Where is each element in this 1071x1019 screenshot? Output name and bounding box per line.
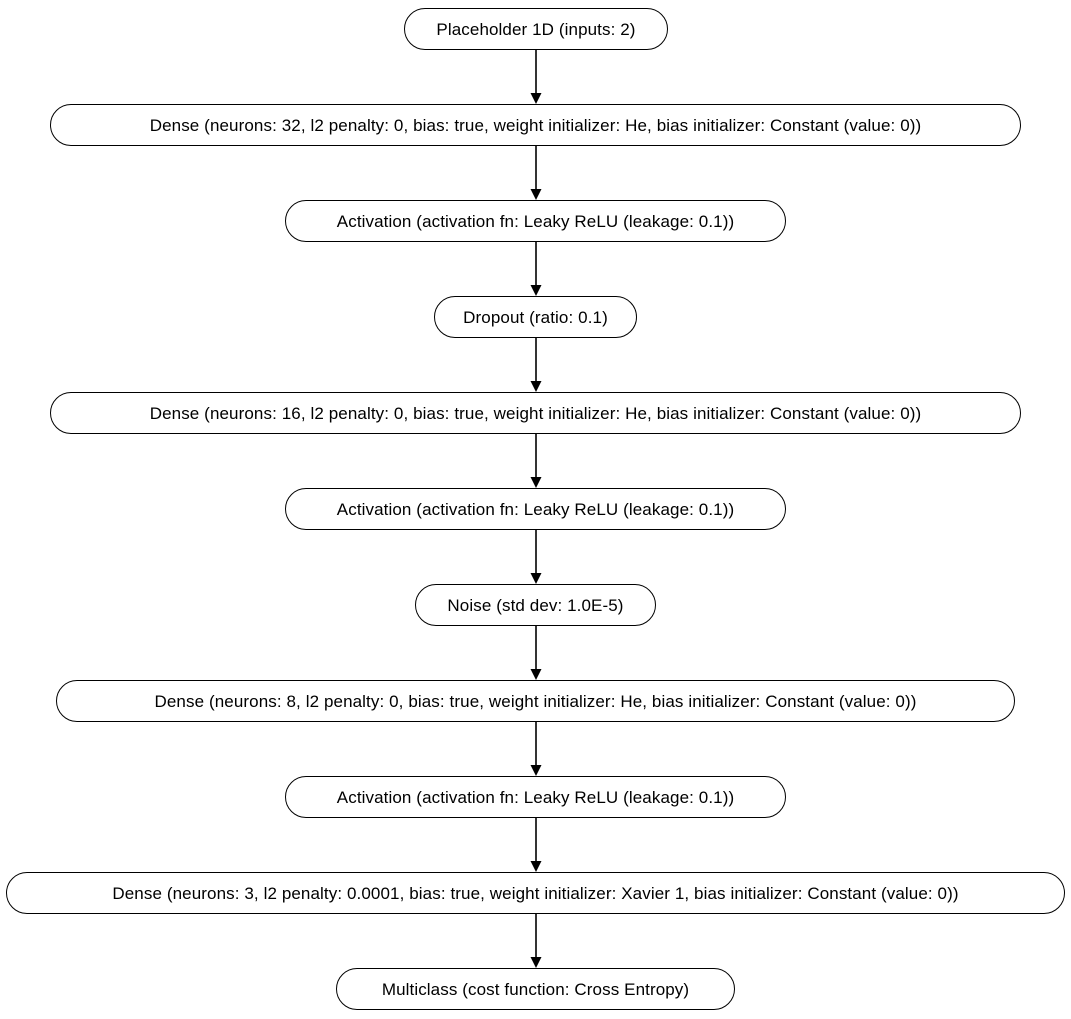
flow-arrow xyxy=(518,146,554,200)
arrowhead-icon xyxy=(530,285,541,296)
node-label: Noise (std dev: 1.0E-5) xyxy=(447,595,624,615)
flow-arrow xyxy=(518,434,554,488)
node-multiclass[interactable]: Multiclass (cost function: Cross Entropy… xyxy=(336,968,735,1010)
arrowhead-icon xyxy=(530,93,541,104)
arrowhead-icon xyxy=(530,381,541,392)
node-dense-32[interactable]: Dense (neurons: 32, l2 penalty: 0, bias:… xyxy=(50,104,1021,146)
node-activation-2[interactable]: Activation (activation fn: Leaky ReLU (l… xyxy=(285,488,786,530)
arrowhead-icon xyxy=(530,189,541,200)
node-placeholder[interactable]: Placeholder 1D (inputs: 2) xyxy=(404,8,668,50)
node-label: Dense (neurons: 8, l2 penalty: 0, bias: … xyxy=(154,691,917,711)
node-activation-3[interactable]: Activation (activation fn: Leaky ReLU (l… xyxy=(285,776,786,818)
node-label: Placeholder 1D (inputs: 2) xyxy=(436,19,636,39)
flow-arrow xyxy=(518,242,554,296)
flow-arrow xyxy=(518,722,554,776)
arrowhead-icon xyxy=(530,669,541,680)
flow-arrow xyxy=(518,50,554,104)
node-activation-1[interactable]: Activation (activation fn: Leaky ReLU (l… xyxy=(285,200,786,242)
node-label: Dense (neurons: 3, l2 penalty: 0.0001, b… xyxy=(112,883,959,903)
node-dense-8[interactable]: Dense (neurons: 8, l2 penalty: 0, bias: … xyxy=(56,680,1015,722)
flow-arrow xyxy=(518,914,554,968)
node-dense-16[interactable]: Dense (neurons: 16, l2 penalty: 0, bias:… xyxy=(50,392,1021,434)
node-dropout[interactable]: Dropout (ratio: 0.1) xyxy=(434,296,637,338)
node-dense-3[interactable]: Dense (neurons: 3, l2 penalty: 0.0001, b… xyxy=(6,872,1065,914)
arrowhead-icon xyxy=(530,765,541,776)
flow-arrow xyxy=(518,530,554,584)
node-label: Activation (activation fn: Leaky ReLU (l… xyxy=(336,787,735,807)
node-label: Activation (activation fn: Leaky ReLU (l… xyxy=(336,211,735,231)
arrowhead-icon xyxy=(530,573,541,584)
node-label: Dropout (ratio: 0.1) xyxy=(463,307,608,327)
flow-arrow xyxy=(518,818,554,872)
flow-arrow xyxy=(518,338,554,392)
node-label: Multiclass (cost function: Cross Entropy… xyxy=(381,979,690,999)
flow-arrow xyxy=(518,626,554,680)
arrowhead-icon xyxy=(530,477,541,488)
node-noise[interactable]: Noise (std dev: 1.0E-5) xyxy=(415,584,656,626)
node-label: Dense (neurons: 16, l2 penalty: 0, bias:… xyxy=(149,403,922,423)
arrowhead-icon xyxy=(530,957,541,968)
node-label: Dense (neurons: 32, l2 penalty: 0, bias:… xyxy=(149,115,922,135)
arrowhead-icon xyxy=(530,861,541,872)
node-label: Activation (activation fn: Leaky ReLU (l… xyxy=(336,499,735,519)
